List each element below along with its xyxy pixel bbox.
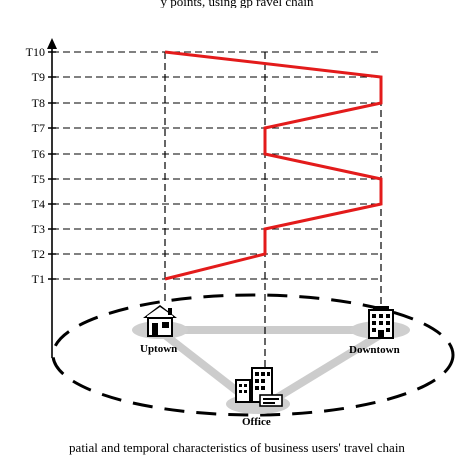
time-axis: T1 T2 T3 T4 T5 T6 T7 T8 T9 T10 [26, 38, 381, 358]
time-label-t8: T8 [32, 96, 45, 110]
city-region-ellipse [51, 293, 455, 417]
time-label-t10: T10 [26, 45, 45, 59]
time-ticks: T1 T2 T3 T4 T5 T6 T7 T8 T9 T10 [26, 45, 381, 286]
office-label: Office [242, 416, 271, 428]
top-text-fragment: y points, using gp ravel chain [160, 0, 314, 8]
time-label-t4: T4 [32, 197, 45, 211]
time-label-t1: T1 [32, 272, 45, 286]
office-buildings-icon [235, 367, 283, 407]
downtown-label: Downtown [349, 344, 400, 356]
time-label-t2: T2 [32, 247, 45, 261]
travel-chain-path [164, 50, 383, 281]
uptown-label: Uptown [140, 343, 177, 355]
time-label-t3: T3 [32, 222, 45, 236]
time-label-t7: T7 [32, 121, 45, 135]
time-label-t5: T5 [32, 172, 45, 186]
link-downtown-office [262, 331, 383, 409]
house-icon [143, 305, 177, 337]
time-label-t6: T6 [32, 147, 45, 161]
figure-caption: patial and temporal characteristics of b… [69, 440, 405, 455]
time-axis-arrow-icon [47, 38, 57, 49]
time-label-t9: T9 [32, 70, 45, 84]
building-icon [368, 306, 394, 339]
